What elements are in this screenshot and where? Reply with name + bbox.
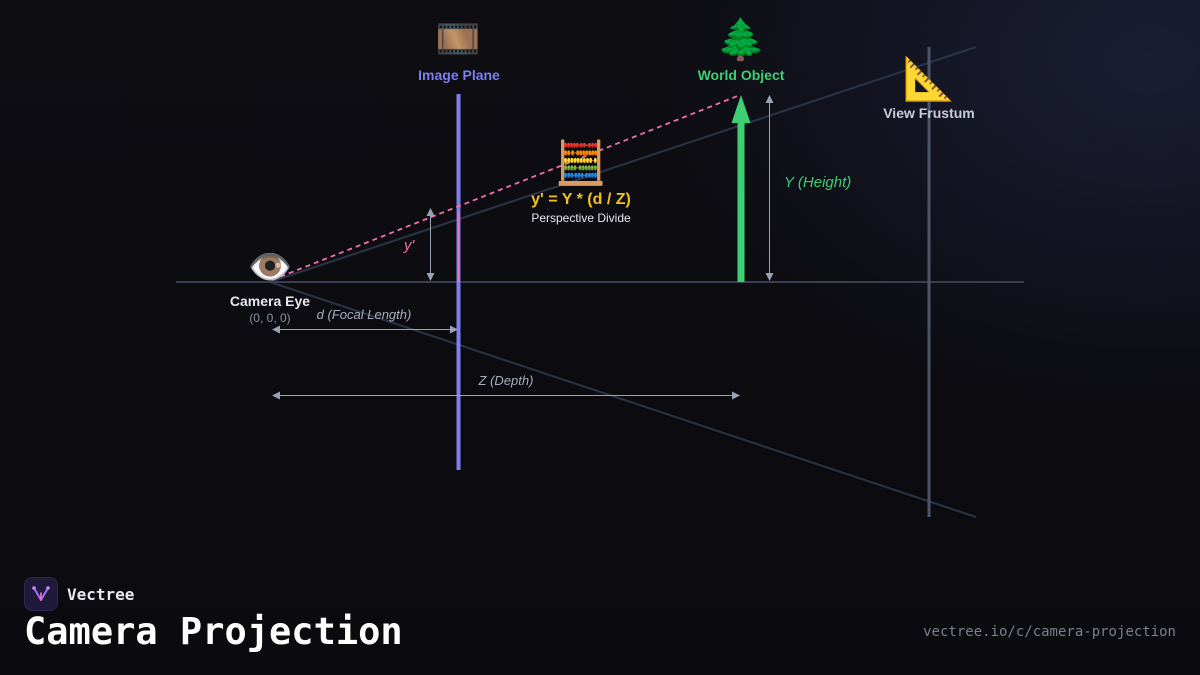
depth-label: Z (Depth)	[478, 373, 534, 388]
world-object-arrowhead	[731, 95, 751, 123]
triangular-ruler-icon: 📐	[902, 54, 956, 103]
film-frames-icon: 🎞️	[435, 19, 481, 60]
projection-ray	[271, 94, 741, 281]
frustum-lower-edge	[269, 281, 977, 518]
page-url[interactable]: vectree.io/c/camera-projection	[923, 624, 1176, 640]
view-frustum-label: View Frustum	[883, 105, 975, 121]
camera-coordinates: (0, 0, 0)	[249, 311, 291, 325]
image-plane-label: Image Plane	[418, 67, 500, 83]
eye-icon: 👁️	[247, 247, 293, 288]
page-title: Camera Projection	[24, 610, 403, 653]
vectree-logo-icon	[24, 577, 58, 611]
brand-name: Vectree	[67, 584, 135, 604]
formula-caption: Perspective Divide	[531, 211, 631, 225]
y-prime-label: y'	[404, 237, 415, 254]
abacus-icon: 🧮	[554, 138, 608, 187]
formula-text: y' = Y * (d / Z)	[531, 191, 631, 208]
y-height-label: Y (Height)	[784, 174, 852, 191]
world-object-label: World Object	[697, 67, 785, 83]
camera-eye-label: Camera Eye	[229, 293, 311, 309]
tree-icon: 🌲	[716, 17, 766, 63]
brand: Vectree	[24, 577, 134, 611]
frustum-upper-edge	[269, 46, 977, 283]
focal-length-label: d (Focal Length)	[316, 307, 412, 322]
